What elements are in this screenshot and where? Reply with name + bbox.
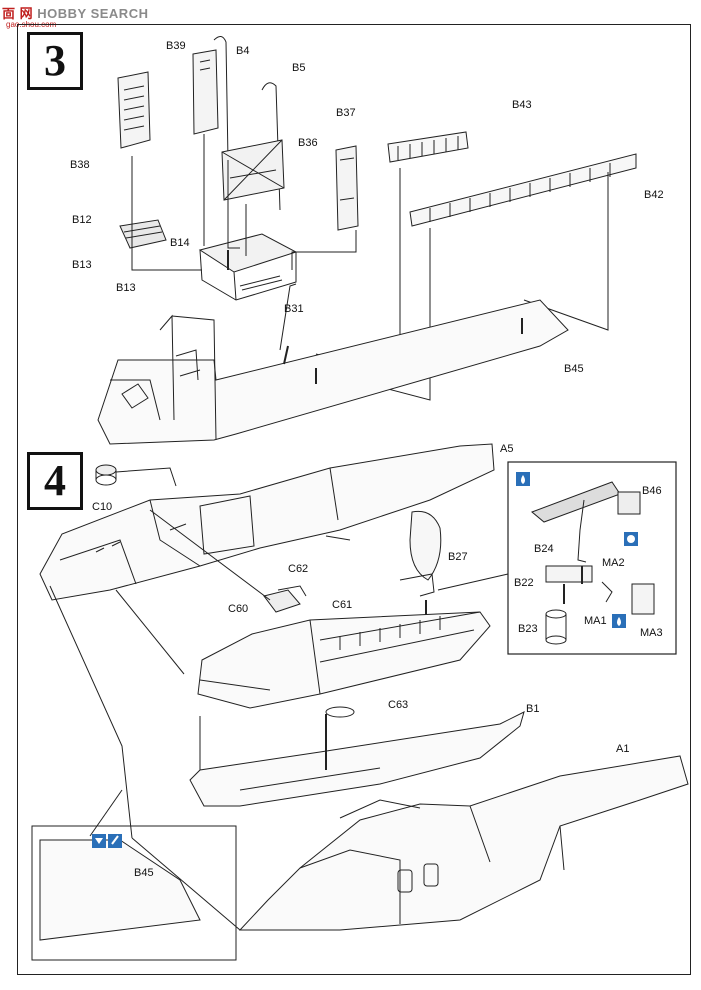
- label-b43: B43: [512, 99, 532, 111]
- label-c63: C63: [388, 699, 408, 711]
- part-b46-gun: [531, 481, 641, 563]
- glue-drop-icon: [516, 472, 530, 486]
- paint-icon: [612, 614, 626, 628]
- watermark: 靣 网 HOBBY SEARCH: [2, 3, 148, 22]
- label-b37: B37: [336, 107, 356, 119]
- label-b1: B1: [526, 703, 539, 715]
- part-ma1: [601, 581, 613, 603]
- part-b38: [117, 71, 151, 149]
- page-frame: [17, 24, 691, 975]
- label-b45: B45: [564, 363, 584, 375]
- step-3-number: 3: [27, 32, 83, 90]
- label-c10: C10: [92, 501, 112, 513]
- part-b37: [335, 145, 359, 231]
- inset-box-detail: [31, 825, 237, 961]
- part-c60-group: [263, 585, 307, 613]
- cement-icon: [624, 532, 638, 546]
- label-b42: B42: [644, 189, 664, 201]
- part-b36: [221, 139, 285, 201]
- part-interior: [197, 611, 491, 709]
- part-b31: [198, 233, 298, 301]
- part-b39: [192, 49, 219, 135]
- watermark-cn: 靣 网: [2, 6, 34, 21]
- label-b5: B5: [292, 62, 305, 74]
- part-labels: B39 B4 B5 B38 B36 B37 B43 B42 B12 B14 B1…: [70, 40, 664, 879]
- label-b46: B46: [642, 485, 662, 497]
- part-b4: [213, 36, 229, 161]
- label-ma1: MA1: [584, 615, 607, 627]
- part-a5: [39, 443, 495, 601]
- label-b39: B39: [166, 40, 186, 52]
- part-b23: [545, 609, 567, 645]
- label-b13-first: B13: [72, 259, 92, 271]
- part-b45-detail: [39, 839, 201, 941]
- step-4-number: 4: [27, 452, 83, 510]
- part-floor-hull: [97, 299, 569, 445]
- label-b23: B23: [518, 623, 538, 635]
- part-b5: [261, 82, 281, 211]
- part-b22: [545, 565, 593, 583]
- label-ma3: MA3: [640, 627, 663, 639]
- part-b27: [409, 510, 442, 581]
- watermark-site: HOBBY SEARCH: [37, 6, 149, 21]
- label-b38: B38: [70, 159, 90, 171]
- label-b4: B4: [236, 45, 249, 57]
- part-b12-seat: [119, 219, 167, 249]
- part-b1: [189, 711, 525, 807]
- part-a1: [238, 755, 689, 931]
- label-b24: B24: [534, 543, 554, 555]
- part-b43: [387, 131, 469, 163]
- label-b36: B36: [298, 137, 318, 149]
- label-a5: A5: [500, 443, 513, 455]
- label-b27: B27: [448, 551, 468, 563]
- label-b13-second: B13: [116, 282, 136, 294]
- inset-box-gun: [507, 461, 677, 655]
- label-b22: B22: [514, 577, 534, 589]
- label-c62: C62: [288, 563, 308, 575]
- label-c60: C60: [228, 603, 248, 615]
- label-b14: B14: [170, 237, 190, 249]
- label-b45-detail: B45: [134, 867, 154, 879]
- label-ma2: MA2: [602, 557, 625, 569]
- part-c63: [325, 706, 355, 718]
- paint-icons: [92, 834, 122, 848]
- label-a1: A1: [616, 743, 629, 755]
- part-c10: [95, 464, 117, 486]
- part-ma3: [631, 583, 655, 615]
- part-b42: [409, 153, 637, 227]
- label-c61: C61: [332, 599, 352, 611]
- label-b12: B12: [72, 214, 92, 226]
- label-b31: B31: [284, 303, 304, 315]
